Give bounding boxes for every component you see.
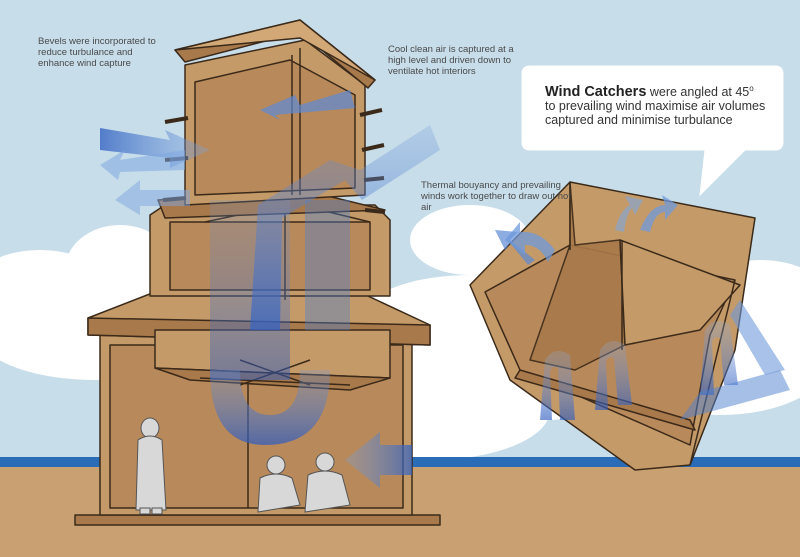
annotation-cool-air: Cool clean air is captured at a high lev… <box>388 44 514 77</box>
callout-degree: o <box>749 84 754 93</box>
people-figures <box>135 417 351 515</box>
callout-body: to prevailing wind maximise air volumes … <box>545 99 766 128</box>
callout-title: Wind Catchers <box>545 84 647 101</box>
annotation-thermal: Thermal bouyancy and prevailing winds wo… <box>421 180 571 213</box>
catcher-airflow <box>495 195 790 420</box>
callout-bubble <box>521 65 784 197</box>
tower-airflow <box>100 90 440 488</box>
callout-text: Wind Catchers were angled at 45o to preva… <box>545 82 775 127</box>
annotation-bevels: Bevels were incorporated to reduce turbu… <box>38 36 156 69</box>
callout-angle: were angled at 45 <box>646 85 750 100</box>
